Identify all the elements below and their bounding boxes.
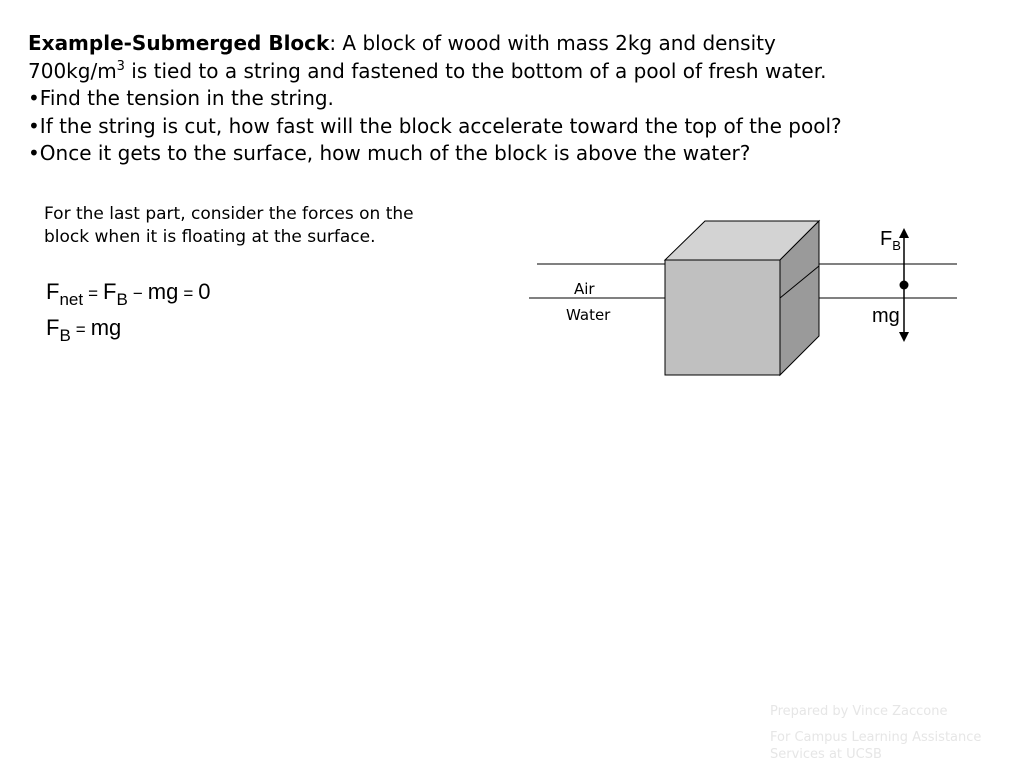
eq-subscript: net (59, 290, 84, 309)
air-label: Air (574, 280, 595, 298)
hint-text: For the last part, consider the forces o… (44, 203, 504, 249)
eq-operator: = (183, 284, 194, 303)
problem-intro: Example-Submerged Block: A block of wood… (28, 30, 1008, 58)
weight-label: mg (872, 305, 900, 327)
buoyant-force-label: FB (880, 228, 901, 253)
fb-subscript: B (892, 238, 901, 253)
hint-line: For the last part, consider the forces o… (44, 204, 414, 224)
block-side-waterline (779, 265, 820, 299)
eq-symbol: F (46, 315, 60, 340)
eq-symbol: 0 (198, 279, 211, 304)
density-units: 700kg/m (28, 58, 117, 83)
fb-symbol: F (880, 228, 893, 250)
problem-statement: Example-Submerged Block: A block of wood… (28, 30, 1008, 168)
eq-operator: − (132, 284, 143, 303)
equation-buoyant-force: FB=mg (46, 315, 122, 345)
credit-line: For Campus Learning Assistance (770, 730, 982, 745)
eq-symbol: mg (90, 315, 122, 340)
center-of-mass-dot (899, 280, 909, 290)
equation-net-force: Fnet=FB−mg=0 (46, 279, 211, 309)
eq-symbol: F (46, 279, 60, 304)
eq-operator: = (75, 320, 86, 339)
water-label: Water (566, 306, 611, 324)
intro-text-a: : A block of wood with mass 2kg and dens… (329, 31, 776, 55)
density-exponent: 3 (116, 58, 125, 74)
bullet-item: •Once it gets to the surface, how much o… (28, 141, 751, 165)
eq-symbol: mg (147, 279, 179, 304)
block-front-face (664, 259, 781, 376)
bullet-item: •If the string is cut, how fast will the… (28, 113, 842, 138)
credit-line: Services at UCSB (770, 747, 882, 762)
problem-intro-line2: 700kg/m3 is tied to a string and fastene… (28, 58, 1008, 86)
eq-symbol: F (103, 279, 117, 304)
problem-title: Example-Submerged Block (28, 31, 330, 55)
eq-subscript: B (116, 290, 128, 309)
buoyant-force-arrowhead (899, 228, 909, 238)
credit-line: Prepared by Vince Zaccone (770, 704, 948, 719)
bullet-item: •Find the tension in the string. (28, 86, 334, 110)
hint-line: block when it is floating at the surface… (44, 227, 376, 247)
eq-operator: = (88, 284, 99, 303)
eq-subscript: B (59, 326, 71, 345)
intro-text-c: is tied to a string and fastened to the … (124, 58, 827, 83)
weight-arrowhead (899, 332, 909, 342)
